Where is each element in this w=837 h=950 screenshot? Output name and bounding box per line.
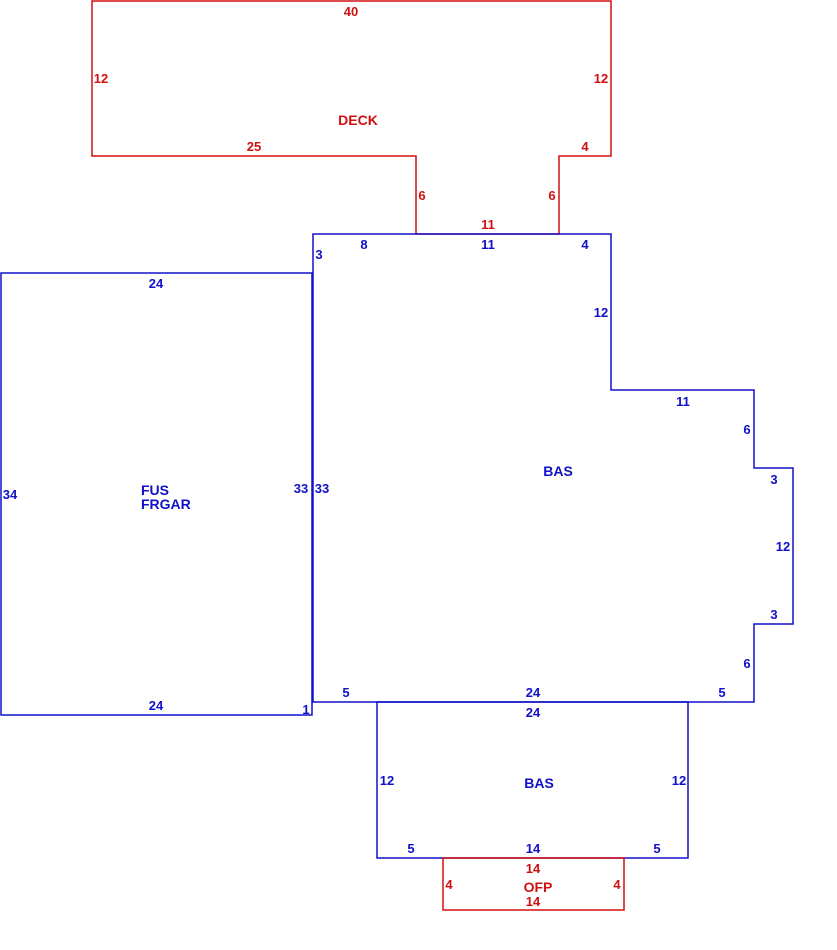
bas-dim-right-mid: 6: [743, 422, 750, 437]
garage-area-label-line2: FRGAR: [141, 496, 191, 512]
deck-area-label: DECK: [338, 112, 378, 128]
garage-dim-bottom: 24: [149, 698, 164, 713]
ofp-dim-bottom: 14: [526, 894, 541, 909]
deck-dim-step-left: 25: [247, 139, 261, 154]
bas-lower-dim-bottom-mid: 14: [526, 841, 541, 856]
bas-dim-bottom-right: 5: [718, 685, 725, 700]
bas-dim-right-upper: 12: [594, 305, 608, 320]
ofp-dim-top: 14: [526, 861, 541, 876]
bas-dim-bottom-left: 5: [342, 685, 349, 700]
bas-main-area-label: BAS: [543, 463, 573, 479]
ofp-area-label: OFP: [524, 879, 553, 895]
garage-outline: [0, 272, 313, 716]
bas-lower-dim-top: 24: [526, 705, 541, 720]
bas-dim-top-left: 8: [360, 237, 367, 252]
bas-dim-step1: 11: [676, 394, 690, 409]
bas-lower-dim-right: 12: [672, 773, 686, 788]
bas-dim-lower-left: 1: [302, 702, 309, 717]
deck-dim-top: 40: [344, 4, 358, 19]
bas-lower-dim-bottom-right: 5: [653, 841, 660, 856]
deck-dim-right: 12: [594, 71, 608, 86]
bas-lower-dim-bottom-left: 5: [407, 841, 414, 856]
garage-dim-left: 34: [3, 487, 18, 502]
garage-area-label-line1: FUS: [141, 482, 169, 498]
deck-dim-inner-right: 6: [548, 188, 555, 203]
garage-dim-right: 33: [294, 481, 308, 496]
bas-dim-left: 33: [315, 481, 329, 496]
deck-dim-left: 12: [94, 71, 108, 86]
ofp-dim-right: 4: [613, 877, 621, 892]
bas-dim-top-mid: 11: [481, 237, 495, 252]
garage-dim-top: 24: [149, 276, 164, 291]
bas-dim-jog-bottom: 3: [770, 607, 777, 622]
ofp-outline: [442, 857, 625, 911]
deck-dim-bottom: 11: [481, 217, 495, 232]
bas-dim-upper-left: 3: [315, 247, 322, 262]
bas-dim-jog-top: 3: [770, 472, 777, 487]
bas-dim-bottom-mid: 24: [526, 685, 541, 700]
bas-lower-area-label: BAS: [524, 775, 554, 791]
bas-lower-dim-left: 12: [380, 773, 394, 788]
ofp-dim-left: 4: [445, 877, 453, 892]
bas-dim-right-long: 12: [776, 539, 790, 554]
deck-dim-inner-left: 6: [418, 188, 425, 203]
bas-dim-top-right: 4: [581, 237, 589, 252]
deck-dim-step-right: 4: [581, 139, 589, 154]
bas-dim-right-lower: 6: [743, 656, 750, 671]
